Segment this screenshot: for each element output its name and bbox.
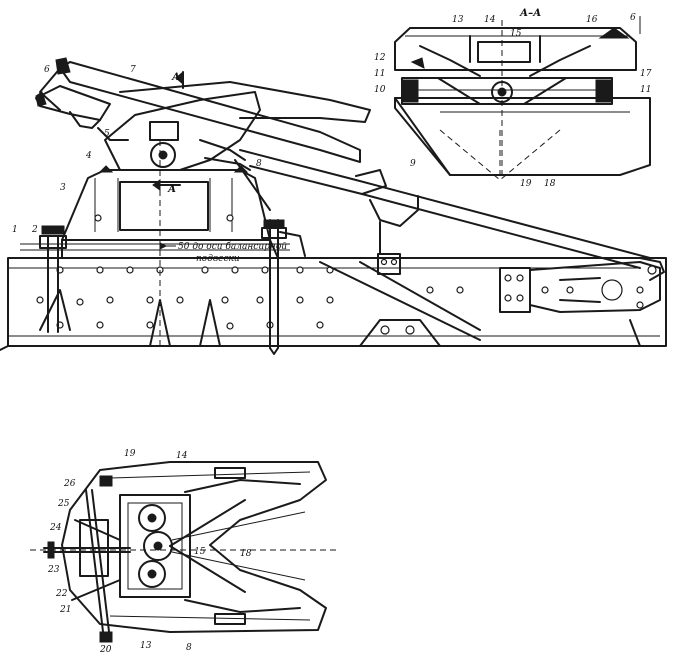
section-saddle [394,27,637,71]
tow-lever [239,149,651,259]
side-elevation-view [0,57,667,355]
callout-26: 26 [63,479,76,489]
callout-1: 1 [12,225,18,235]
fork-outline [61,461,327,633]
section-mark-bottom: А [167,184,176,195]
callout-7: 7 [130,65,136,75]
callout-10: 10 [374,85,386,95]
callout-16: 16 [586,15,598,25]
plan-callout-14: 14 [176,451,188,461]
callout-labels: 1 2 3 4 5 6 7 8 9 А А А–А 13 14 15 16 6 … [12,8,652,655]
lever-8 [204,157,251,171]
plan-view [30,461,340,643]
callout-9: 9 [410,159,416,169]
callout-3: 3 [60,183,66,193]
section-a-a-view [394,16,651,181]
section-frame [394,97,651,176]
callout-21: 21 [59,605,71,615]
rear-pivot-eye [601,279,623,301]
callout-4: 4 [85,151,92,161]
callout-17: 17 [640,69,652,79]
plan-callout-13: 13 [140,641,152,651]
callout-12: 12 [374,53,386,63]
frame-rail [7,257,667,347]
plan-callout-8: 8 [186,643,192,653]
callout-14: 14 [484,15,496,25]
callout-22: 22 [55,589,68,599]
callout-15: 15 [510,29,522,39]
callout-18: 18 [544,179,556,189]
section-mark-top: А [171,72,180,83]
callout-2: 2 [31,225,38,235]
callout-19: 19 [520,179,532,189]
saddle-pivot [150,142,176,168]
rear-plate [499,267,531,313]
dimension-note-line1: 50 до оси балансирной [178,241,287,252]
callout-11: 11 [374,69,385,79]
callout-13: 13 [452,15,464,25]
plan-inner-frame [119,494,191,598]
callout-6: 6 [44,65,50,75]
roller-bottom [138,560,166,588]
dimension-note-line2: подвески [196,254,240,264]
plan-callout-15: 15 [194,547,206,557]
callout-24: 24 [49,523,62,533]
roller-top [138,504,166,532]
callout-23: 23 [47,565,60,575]
saddle-plate [104,91,261,171]
section-title: А–А [519,8,541,19]
plan-callout-18: 18 [240,549,252,559]
plan-callout-19: 19 [124,449,136,459]
callout-5: 5 [104,129,110,139]
frame-rail-holes [36,266,644,330]
callout-20: 20 [99,645,112,655]
roller-middle [143,531,173,561]
callout-25: 25 [57,499,70,509]
callout-8: 8 [256,159,262,169]
ramp-plate [59,61,361,163]
callout-6b: 6 [630,13,636,23]
callout-11b: 11 [640,85,651,95]
